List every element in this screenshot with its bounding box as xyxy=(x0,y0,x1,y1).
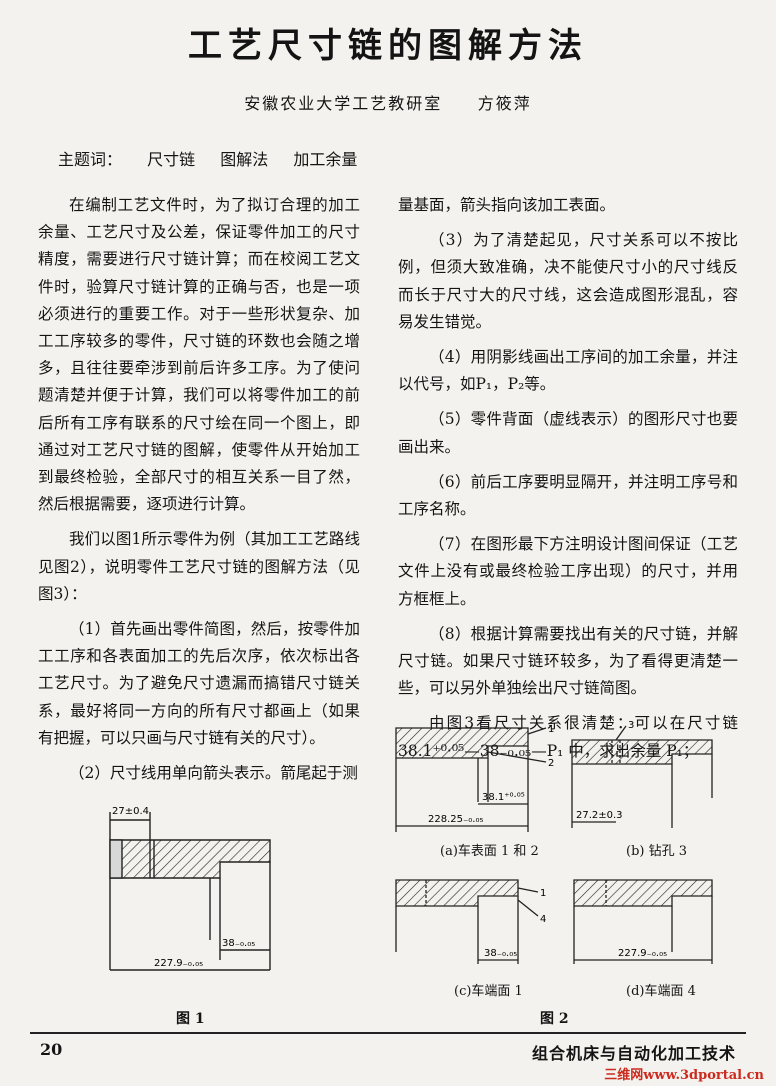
fig1-dim-top: 27±0.4 xyxy=(112,806,149,817)
figure-2b: 3 27.2±0.3 xyxy=(571,720,713,828)
paragraph: （1）首先画出零件简图，然后，按零件加工工序和各表面加工的先后次序，依次标出各工… xyxy=(38,620,360,747)
fig2a-dim1: 228.25₋₀.₀₅ xyxy=(428,814,483,825)
keyword: 尺寸链 xyxy=(147,150,196,169)
paragraph: （6）前后工序要明显隔开，并注明工序号和工序名称。 xyxy=(398,472,738,519)
paragraph: （3）为了清楚起见，尺寸关系可以不按比例，但须大致准确，决不能使尺寸小的尺寸线反… xyxy=(398,231,738,331)
paragraph: 在编制工艺文件时，为了拟订合理的加工余量、工艺尺寸及公差，保证零件加工的尺寸精度… xyxy=(38,196,360,514)
paragraph: （4）用阴影线画出工序间的加工余量，并注以代号，如P₁，P₂等。 xyxy=(398,348,738,394)
footer-rule xyxy=(30,1032,746,1034)
figure-1-label: 图 1 xyxy=(176,1011,205,1027)
fig2c-dim: 38₋₀.₀₅ xyxy=(484,948,517,959)
paragraph: （5）零件背面（虚线表示）的图形尺寸也要画出来。 xyxy=(398,410,738,456)
left-column: 在编制工艺文件时，为了拟订合理的加工余量、工艺尺寸及公差，保证零件加工的尺寸精度… xyxy=(38,192,360,787)
fig1-dim-bottom: 227.9₋₀.₀₅ xyxy=(154,958,203,969)
fig2b-num: 3 xyxy=(628,720,634,731)
figure-1: 27±0.4 38₋₀.₀₅ 227.9₋₀.₀₅ xyxy=(109,806,271,971)
figure-2-label: 图 2 xyxy=(540,1011,569,1027)
figure-2d: 227.9₋₀.₀₅ xyxy=(573,879,713,964)
fig2a-num2: 2 xyxy=(548,758,554,769)
fig2b-caption: (b) 钻孔 3 xyxy=(626,844,688,859)
fig2d-dim: 227.9₋₀.₀₅ xyxy=(618,948,667,959)
paragraph: 量基面，箭头指向该加工表面。 xyxy=(398,196,616,214)
right-column: 量基面，箭头指向该加工表面。 （3）为了清楚起见，尺寸关系可以不按比例，但须大致… xyxy=(398,192,738,765)
journal-name: 组合机床与自动化加工技术 xyxy=(531,1044,736,1063)
page-number: 20 xyxy=(40,1040,63,1059)
paragraph: （7）在图形最下方注明设计图间保证（工艺文件上没有或最终检验工序出现）的尺寸，并… xyxy=(398,535,738,608)
author: 方筱萍 xyxy=(477,94,532,113)
paragraph: （2）尺寸线用单向箭头表示。箭尾起于测 xyxy=(69,764,358,783)
article-title: 工艺尺寸链的图解方法 xyxy=(188,26,588,66)
keyword: 图解法 xyxy=(220,150,269,169)
watermark: 三维网www.3dportal.cn xyxy=(604,1068,764,1083)
fig2c-num1: 1 xyxy=(540,888,546,899)
fig2a-dim2: 38.1⁺⁰·⁰⁵ xyxy=(482,792,525,803)
keyword: 加工余量 xyxy=(293,150,358,169)
paragraph: 我们以图1所示零件为例（其加工工艺路线见图2），说明零件工艺尺寸链的图解方法（见… xyxy=(38,530,360,603)
fig2b-dim: 27.2±0.3 xyxy=(576,810,623,821)
author-line: 安徽农业大学工艺教研室 方筱萍 xyxy=(0,90,776,114)
figure-2c: 1 4 38₋₀.₀₅ xyxy=(395,879,546,964)
paragraph: （8）根据计算需要找出有关的尺寸链，并解尺寸链。如果尺寸链环较多，为了看得更清楚… xyxy=(398,624,738,698)
fig2d-caption: (d)车端面 4 xyxy=(626,984,696,999)
fig2a-num1: 1 xyxy=(548,724,554,735)
fig1-dim-mid: 38₋₀.₀₅ xyxy=(222,938,255,949)
affiliation: 安徽农业大学工艺教研室 xyxy=(244,94,443,113)
keywords-label: 主题词： xyxy=(58,150,123,169)
figure-2a: 1 2 38.1⁺⁰·⁰⁵ 228.25₋₀.₀₅ xyxy=(395,724,554,832)
keywords: 主题词： 尺寸链 图解法 加工余量 xyxy=(58,146,377,170)
fig2c-caption: (c)车端面 1 xyxy=(454,984,523,999)
fig2c-num2: 4 xyxy=(540,914,546,925)
fig2a-caption: (a)车表面 1 和 2 xyxy=(440,844,539,859)
